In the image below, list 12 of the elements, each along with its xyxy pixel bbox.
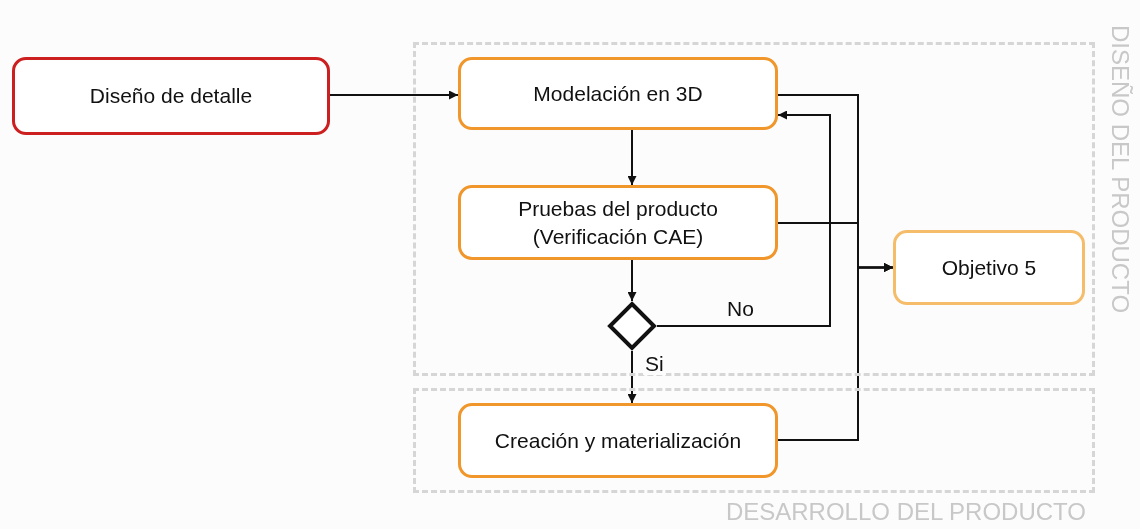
- arrow: [627, 259, 637, 302]
- arrow: [777, 263, 894, 441]
- process-box: Modelación en 3D: [458, 57, 778, 130]
- arrow: [627, 350, 637, 404]
- process-box: Creación y materialización: [458, 403, 778, 478]
- process-box: Pruebas del producto (Verificación CAE): [458, 185, 778, 260]
- process-box: Objetivo 5: [893, 230, 1085, 305]
- arrow: [627, 129, 637, 186]
- arrow: [656, 110, 831, 327]
- process-box: Diseño de detalle: [12, 57, 330, 135]
- decision-diamond: [607, 301, 657, 351]
- arrow: [329, 90, 459, 100]
